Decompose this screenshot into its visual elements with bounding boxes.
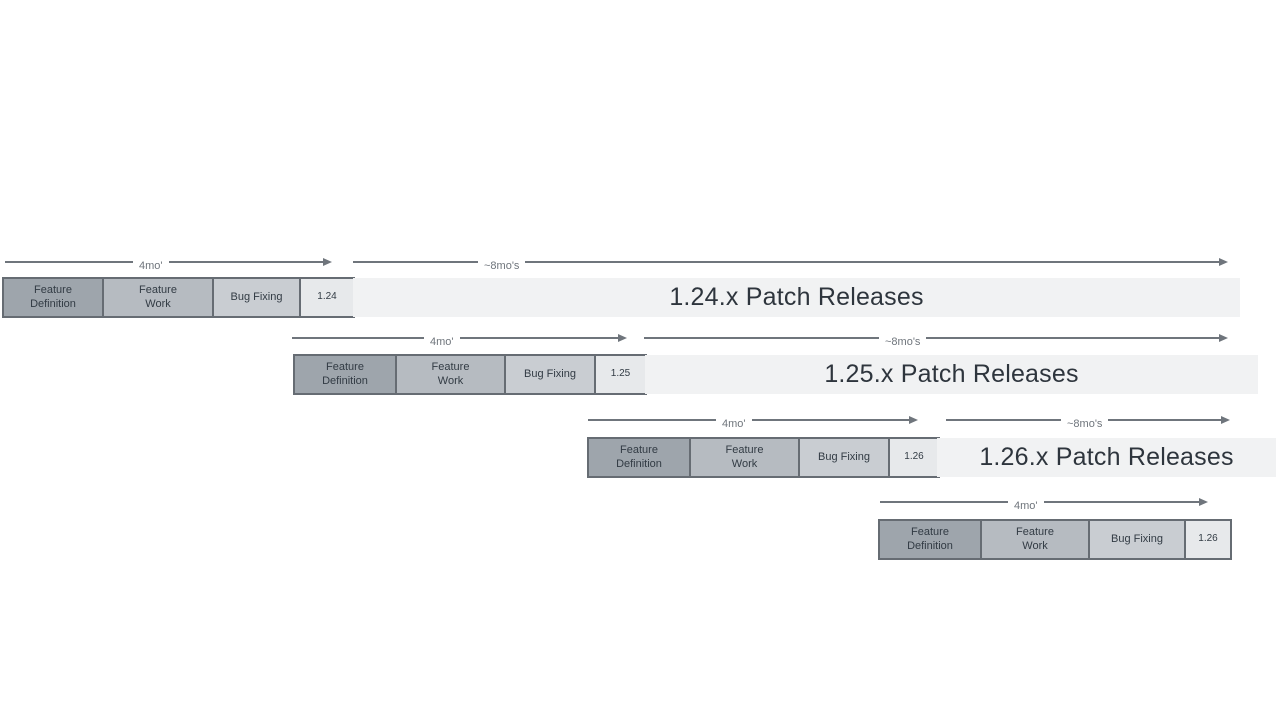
arrow-line bbox=[459, 337, 618, 339]
phase-label: Feature Work bbox=[725, 444, 764, 470]
arrow-head-icon bbox=[1219, 258, 1228, 266]
phase-label: Bug Fixing bbox=[818, 450, 870, 463]
phase-label: Feature Work bbox=[431, 361, 470, 387]
arrow-line bbox=[1043, 501, 1199, 503]
patch-duration-arrow: ~8mo's bbox=[946, 413, 1230, 430]
arrow-line bbox=[588, 419, 716, 421]
release-cycle-block: Feature Definition Feature Work Bug Fixi… bbox=[2, 277, 355, 318]
phase-box-feature-definition: Feature Definition bbox=[589, 439, 689, 476]
phase-label: Feature Work bbox=[1016, 526, 1054, 552]
arrow-line bbox=[751, 419, 909, 421]
duration-label: ~8mo's bbox=[1067, 418, 1103, 430]
duration-label: ~8mo's bbox=[484, 260, 520, 272]
phase-box-feature-work: Feature Work bbox=[980, 521, 1088, 558]
phase-box-feature-definition: Feature Definition bbox=[880, 521, 980, 558]
version-box: 1.26 bbox=[888, 439, 938, 476]
phase-label: Feature Definition bbox=[322, 361, 368, 387]
arrow-head-icon bbox=[1199, 498, 1208, 506]
arrow-line bbox=[353, 261, 478, 263]
release-cycle-block: Feature Definition Feature Work Bug Fixi… bbox=[587, 437, 940, 478]
arrow-line bbox=[168, 261, 323, 263]
patch-releases-bar: 1.26.x Patch Releases bbox=[937, 438, 1276, 477]
arrow-head-icon bbox=[618, 334, 627, 342]
phase-label: Bug Fixing bbox=[1111, 532, 1163, 545]
patch-duration-arrow: ~8mo's bbox=[644, 331, 1228, 348]
version-box: 1.25 bbox=[594, 356, 645, 393]
phase-label: Feature Work bbox=[139, 284, 177, 310]
arrow-line bbox=[292, 337, 424, 339]
arrow-line bbox=[644, 337, 879, 339]
arrow-line bbox=[525, 261, 1219, 263]
phase-box-feature-work: Feature Work bbox=[395, 356, 504, 393]
patch-releases-label: 1.24.x Patch Releases bbox=[669, 283, 924, 311]
duration-label: 4mo' bbox=[722, 418, 746, 430]
arrow-line bbox=[5, 261, 133, 263]
phase-label: Bug Fixing bbox=[524, 367, 576, 380]
arrow-line bbox=[926, 337, 1219, 339]
release-cycle-block: Feature Definition Feature Work Bug Fixi… bbox=[878, 519, 1232, 560]
patch-releases-label: 1.25.x Patch Releases bbox=[824, 360, 1079, 388]
arrow-head-icon bbox=[323, 258, 332, 266]
phase-label: Bug Fixing bbox=[230, 290, 283, 303]
phase-box-bug-fixing: Bug Fixing bbox=[1088, 521, 1184, 558]
duration-label: 4mo' bbox=[1014, 500, 1038, 512]
dev-duration-arrow: 4mo' bbox=[292, 331, 627, 348]
phase-box-feature-work: Feature Work bbox=[689, 439, 798, 476]
version-label: 1.25 bbox=[610, 368, 631, 380]
patch-releases-bar: 1.25.x Patch Releases bbox=[645, 355, 1258, 394]
phase-box-bug-fixing: Bug Fixing bbox=[798, 439, 888, 476]
arrow-head-icon bbox=[1221, 416, 1230, 424]
arrow-line bbox=[946, 419, 1061, 421]
release-cycle-block: Feature Definition Feature Work Bug Fixi… bbox=[293, 354, 647, 395]
arrow-line bbox=[1108, 419, 1221, 421]
patch-duration-arrow: ~8mo's bbox=[353, 255, 1228, 272]
version-box: 1.26 bbox=[1184, 521, 1230, 558]
duration-label: 4mo' bbox=[139, 260, 163, 272]
phase-box-bug-fixing: Bug Fixing bbox=[504, 356, 594, 393]
phase-box-feature-definition: Feature Definition bbox=[295, 356, 395, 393]
duration-label: ~8mo's bbox=[885, 336, 921, 348]
phase-label: Feature Definition bbox=[30, 284, 76, 310]
phase-box-feature-definition: Feature Definition bbox=[4, 279, 102, 316]
arrow-head-icon bbox=[1219, 334, 1228, 342]
phase-box-feature-work: Feature Work bbox=[102, 279, 212, 316]
patch-releases-label: 1.26.x Patch Releases bbox=[979, 443, 1234, 471]
phase-box-bug-fixing: Bug Fixing bbox=[212, 279, 299, 316]
arrow-line bbox=[880, 501, 1008, 503]
dev-duration-arrow: 4mo' bbox=[5, 255, 332, 272]
version-label: 1.26 bbox=[904, 451, 924, 463]
duration-label: 4mo' bbox=[430, 336, 454, 348]
phase-label: Feature Definition bbox=[616, 444, 662, 470]
arrow-head-icon bbox=[909, 416, 918, 424]
dev-duration-arrow: 4mo' bbox=[880, 495, 1208, 512]
version-box: 1.24 bbox=[299, 279, 353, 316]
patch-releases-bar: 1.24.x Patch Releases bbox=[353, 278, 1240, 317]
dev-duration-arrow: 4mo' bbox=[588, 413, 918, 430]
version-label: 1.26 bbox=[1198, 533, 1218, 545]
phase-label: Feature Definition bbox=[907, 526, 953, 552]
version-label: 1.24 bbox=[317, 291, 337, 303]
